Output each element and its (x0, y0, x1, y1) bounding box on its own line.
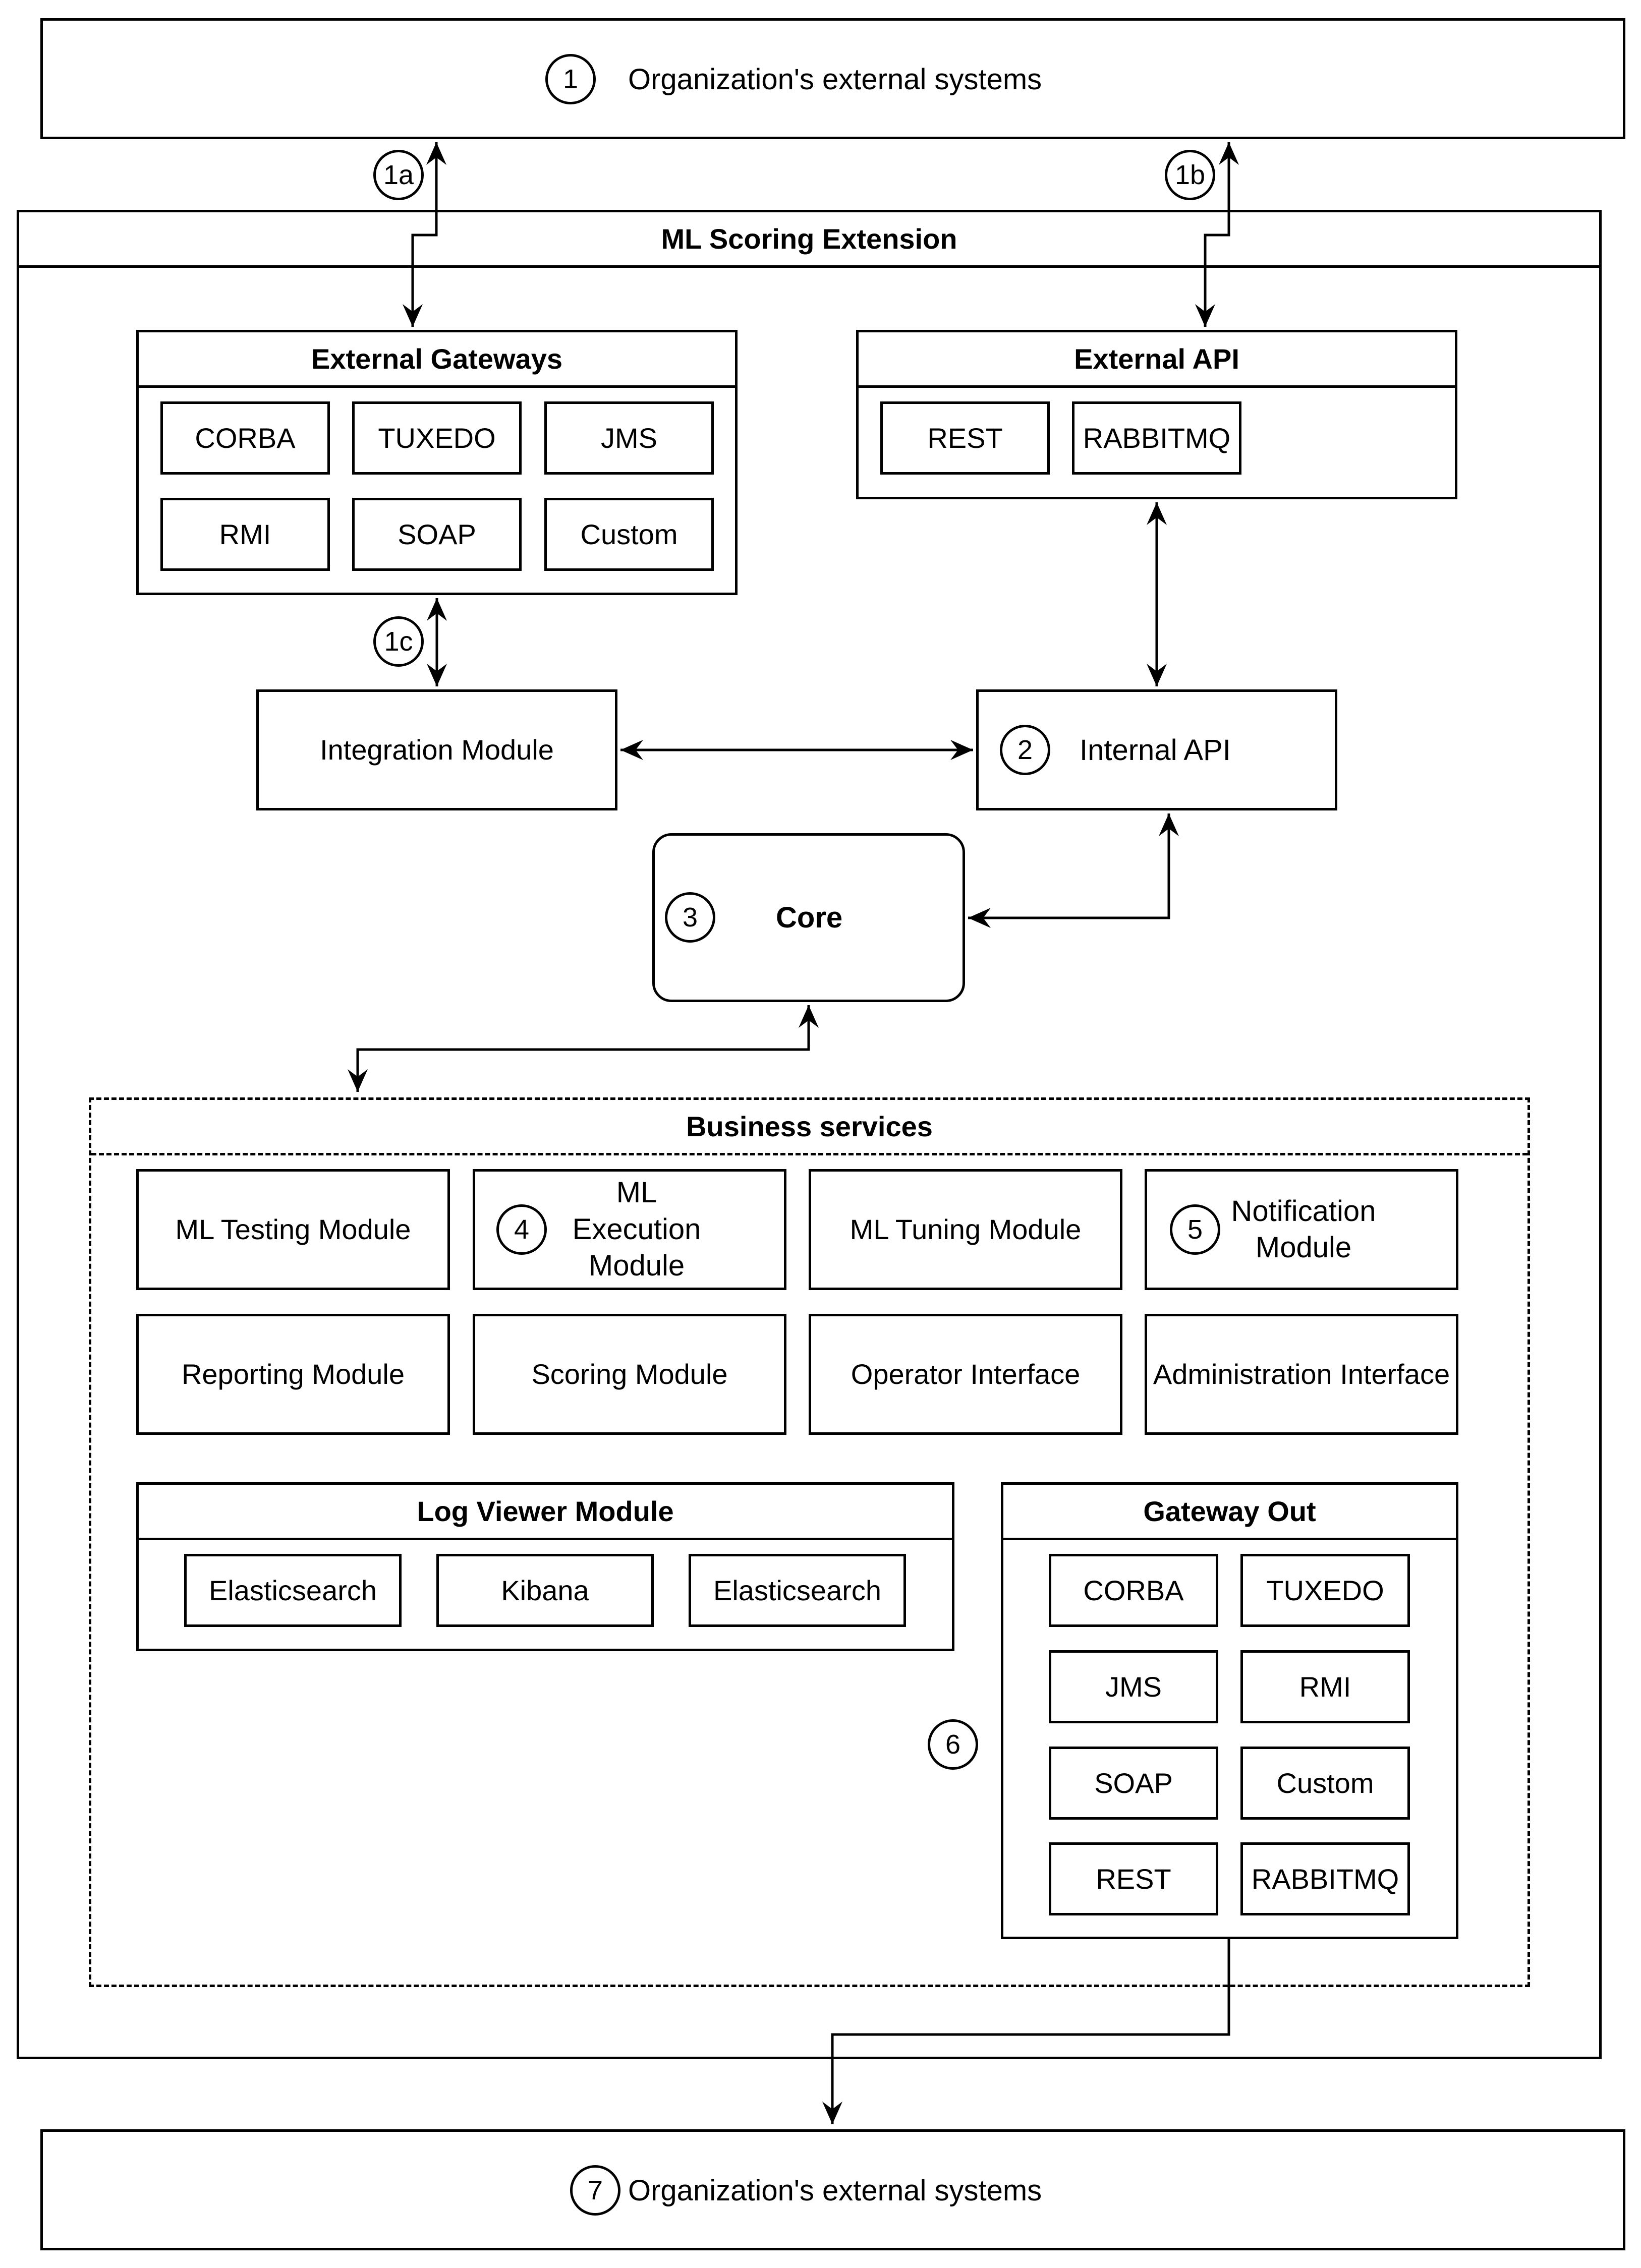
scoring-module: Scoring Module (473, 1314, 786, 1435)
bottom-external-systems: 7 Organization's external systems (40, 2129, 1625, 2250)
internal-api-label: Internal API (1080, 733, 1231, 767)
log-viewer-title: Log Viewer Module (139, 1485, 952, 1540)
out-corba: CORBA (1049, 1554, 1218, 1627)
ml-execution-label: ML Execution Module (572, 1176, 701, 1283)
reporting-module: Reporting Module (136, 1314, 450, 1435)
log-kibana: Kibana (436, 1554, 654, 1627)
badge-5: 5 (1170, 1204, 1220, 1255)
gateway-tuxedo: TUXEDO (352, 401, 522, 475)
gateway-out-title: Gateway Out (1003, 1485, 1456, 1540)
integration-module: Integration Module (256, 689, 617, 810)
gateway-rmi: RMI (160, 498, 330, 571)
notification-label: Notification Module (1231, 1194, 1376, 1264)
ml-execution-module: 4 ML Execution Module (473, 1169, 786, 1290)
badge-1b: 1b (1165, 150, 1215, 200)
badge-7: 7 (570, 2165, 620, 2216)
badge-1c: 1c (373, 616, 424, 667)
extension-title: ML Scoring Extension (19, 212, 1599, 268)
core: 3 Core (652, 833, 965, 1002)
ml-tuning-module: ML Tuning Module (809, 1169, 1122, 1290)
core-label: Core (776, 901, 843, 934)
out-jms: JMS (1049, 1650, 1218, 1723)
top-systems-label: Organization's external systems (628, 63, 1042, 96)
gateway-corba: CORBA (160, 401, 330, 475)
internal-api: 2 Internal API (976, 689, 1337, 810)
api-rabbitmq: RABBITMQ (1072, 401, 1241, 475)
badge-6: 6 (928, 1719, 978, 1770)
badge-2: 2 (1000, 725, 1050, 775)
out-tuxedo: TUXEDO (1240, 1554, 1410, 1627)
business-services: Business services (89, 1097, 1530, 1987)
top-external-systems: 1 Organization's external systems (40, 18, 1625, 139)
badge-1: 1 (545, 54, 596, 104)
administration-interface: Administration Interface (1145, 1314, 1458, 1435)
ml-scoring-extension: ML Scoring Extension (17, 210, 1602, 2059)
bottom-systems-label: Organization's external systems (628, 2174, 1042, 2207)
out-rest: REST (1049, 1842, 1218, 1915)
badge-4: 4 (496, 1204, 547, 1255)
gateway-custom: Custom (544, 498, 714, 571)
business-services-title: Business services (91, 1100, 1527, 1155)
badge-3: 3 (665, 892, 715, 943)
external-api-title: External API (859, 332, 1455, 388)
badge-1a: 1a (373, 150, 424, 200)
external-gateways-title: External Gateways (139, 332, 735, 388)
out-rmi: RMI (1240, 1650, 1410, 1723)
notification-module: 5 Notification Module (1145, 1169, 1458, 1290)
out-rabbitmq: RABBITMQ (1240, 1842, 1410, 1915)
out-custom: Custom (1240, 1747, 1410, 1820)
log-elasticsearch-2: Elasticsearch (689, 1554, 906, 1627)
operator-interface: Operator Interface (809, 1314, 1122, 1435)
out-soap: SOAP (1049, 1747, 1218, 1820)
gateway-soap: SOAP (352, 498, 522, 571)
log-elasticsearch-1: Elasticsearch (184, 1554, 402, 1627)
gateway-jms: JMS (544, 401, 714, 475)
ml-testing-module: ML Testing Module (136, 1169, 450, 1290)
api-rest: REST (880, 401, 1050, 475)
